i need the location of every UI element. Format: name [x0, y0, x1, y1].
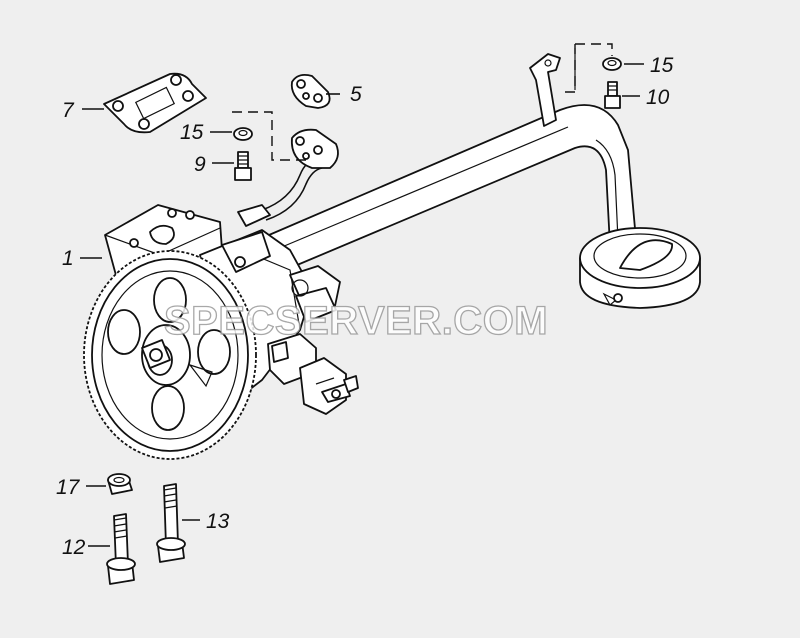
- callout-15-right: 15: [650, 54, 674, 77]
- nut-17: [107, 473, 133, 495]
- callout-15-left: 15: [180, 121, 204, 144]
- pressure-pipe: [261, 128, 339, 221]
- bolt-9: [234, 151, 252, 181]
- relief-valve: [267, 333, 359, 415]
- callout-9: 9: [194, 153, 206, 176]
- callout-13: 13: [206, 510, 230, 533]
- callout-12: 12: [62, 536, 86, 559]
- bolt-10: [604, 81, 621, 109]
- watermark: SPECSERVER.COM: [164, 299, 548, 343]
- bolt-13: [156, 483, 186, 563]
- washer-15-right: [602, 57, 622, 71]
- callout-17: 17: [56, 476, 81, 499]
- callout-5: 5: [350, 83, 362, 106]
- bolt-12: [106, 513, 136, 585]
- callout-1: 1: [62, 247, 74, 270]
- group-bracket-right: [560, 43, 613, 93]
- gasket: [103, 72, 207, 134]
- callout-10: 10: [646, 86, 670, 109]
- suction-pipe: [261, 104, 637, 269]
- flange-gasket: [290, 73, 331, 109]
- callout-7: 7: [62, 99, 75, 122]
- washer-15-left: [233, 127, 253, 141]
- drive-gear: [83, 250, 257, 460]
- group-bracket-left: [232, 111, 310, 161]
- oil-strainer: [579, 227, 701, 309]
